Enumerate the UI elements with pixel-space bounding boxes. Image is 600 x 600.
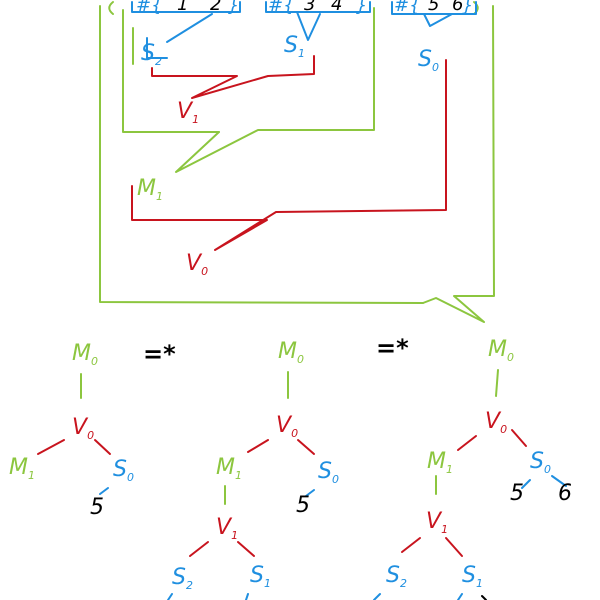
top-v1-label: V1 [177,99,199,126]
tree1-value: 5 [90,495,104,520]
tree2-s1: S1 [250,563,271,590]
equals-star-operator-1: =* [143,340,176,368]
outer-pointer [422,5,495,323]
group1-value-2: 2 [210,0,221,15]
mid-pointer-m1 [175,7,375,173]
tree-3: M0 V0 M1 S0 5 6 V1 S2 S1 [373,337,572,600]
tree2-edge-left [247,439,269,453]
group3-value-2: 6 [452,0,463,15]
tree3-v1-edge-left [401,537,421,553]
tree1-edge-right [94,439,111,455]
tree2-s1-tail [245,593,249,600]
group2-pointer [296,11,321,41]
tree2-m1: M1 [216,455,242,482]
group1-pointer [146,13,213,59]
tree1-m1: M1 [9,455,35,482]
tree1-m0: M0 [72,341,98,368]
group3-pointer [423,13,453,27]
tree1-s0-edge [99,487,109,495]
equals-star-operator-2: =* [376,334,409,362]
tree-1: M0 V0 M1 S0 5 [9,341,134,520]
group2-prefix: #{ [268,0,295,16]
group2-value-2: 4 [331,0,342,15]
tree1-v0: V0 [72,415,94,442]
group1-prefix: #{ [136,0,163,16]
group2-brace [265,1,371,13]
top-s0-label: S0 [418,47,439,74]
tree2-s0: S0 [318,459,339,486]
mid-bracket-v1 [122,9,220,133]
tree3-edge-right [511,429,527,447]
tree2-v1: V1 [216,515,238,542]
v1-bracket [151,55,315,99]
tree3-s0: S0 [530,449,551,476]
tree2-m0: M0 [278,339,304,366]
outer-left-bracket [99,5,424,304]
group1-brace [131,1,241,13]
top-v0-label: V0 [186,251,208,278]
tree1-edge-left [37,439,65,455]
tree3-v0: V0 [485,409,507,436]
group3-close: } [462,0,473,16]
tree3-v1-edge-right [445,537,463,557]
v0-bracket [131,59,447,251]
tree2-v1-edge-left [189,541,209,557]
tree3-m1: M1 [427,449,453,476]
group3-prefix: #{ [394,0,421,16]
group3-brace [391,1,477,15]
tree2-s2: S2 [172,565,193,592]
group1-close: } [228,0,239,16]
tree2-v1-edge-right [237,541,255,557]
tree3-s0-edge-right [551,475,567,487]
tree2-s0-edge [305,489,315,497]
outer-open-brace [108,1,114,15]
tree2-s2-tail [167,593,173,600]
tree3-value-2: 6 [558,481,572,506]
tree3-m0: M0 [488,337,514,364]
tree3-m0-edge [495,369,499,397]
top-s2-label: S2 [141,41,162,68]
tree2-v0: V0 [276,413,298,440]
group2-value-1: 3 [304,0,315,15]
tree3-value-1: 5 [510,481,524,506]
tree2-edge-right [297,439,315,455]
top-m1-label: M1 [137,176,163,203]
tree3-s0-edge-left [521,479,531,489]
group2-close: } [356,0,367,16]
tree2-value: 5 [296,493,310,518]
tree3-s1-black-tail [481,595,487,600]
tree3-s2-tail [373,593,381,600]
top-s1-label: S1 [284,33,305,60]
tree3-edge-left [457,435,477,451]
group1-value-1: 1 [177,0,188,15]
tree3-s1-tail [457,593,463,600]
tree-2: M0 V0 M1 S0 5 V1 S2 S1 [167,339,339,600]
group3-value-1: 5 [428,0,439,15]
tree3-s1: S1 [462,563,483,590]
tree3-v1: V1 [426,509,448,536]
tree1-s0: S0 [113,457,134,484]
tree3-s2: S2 [386,563,407,590]
